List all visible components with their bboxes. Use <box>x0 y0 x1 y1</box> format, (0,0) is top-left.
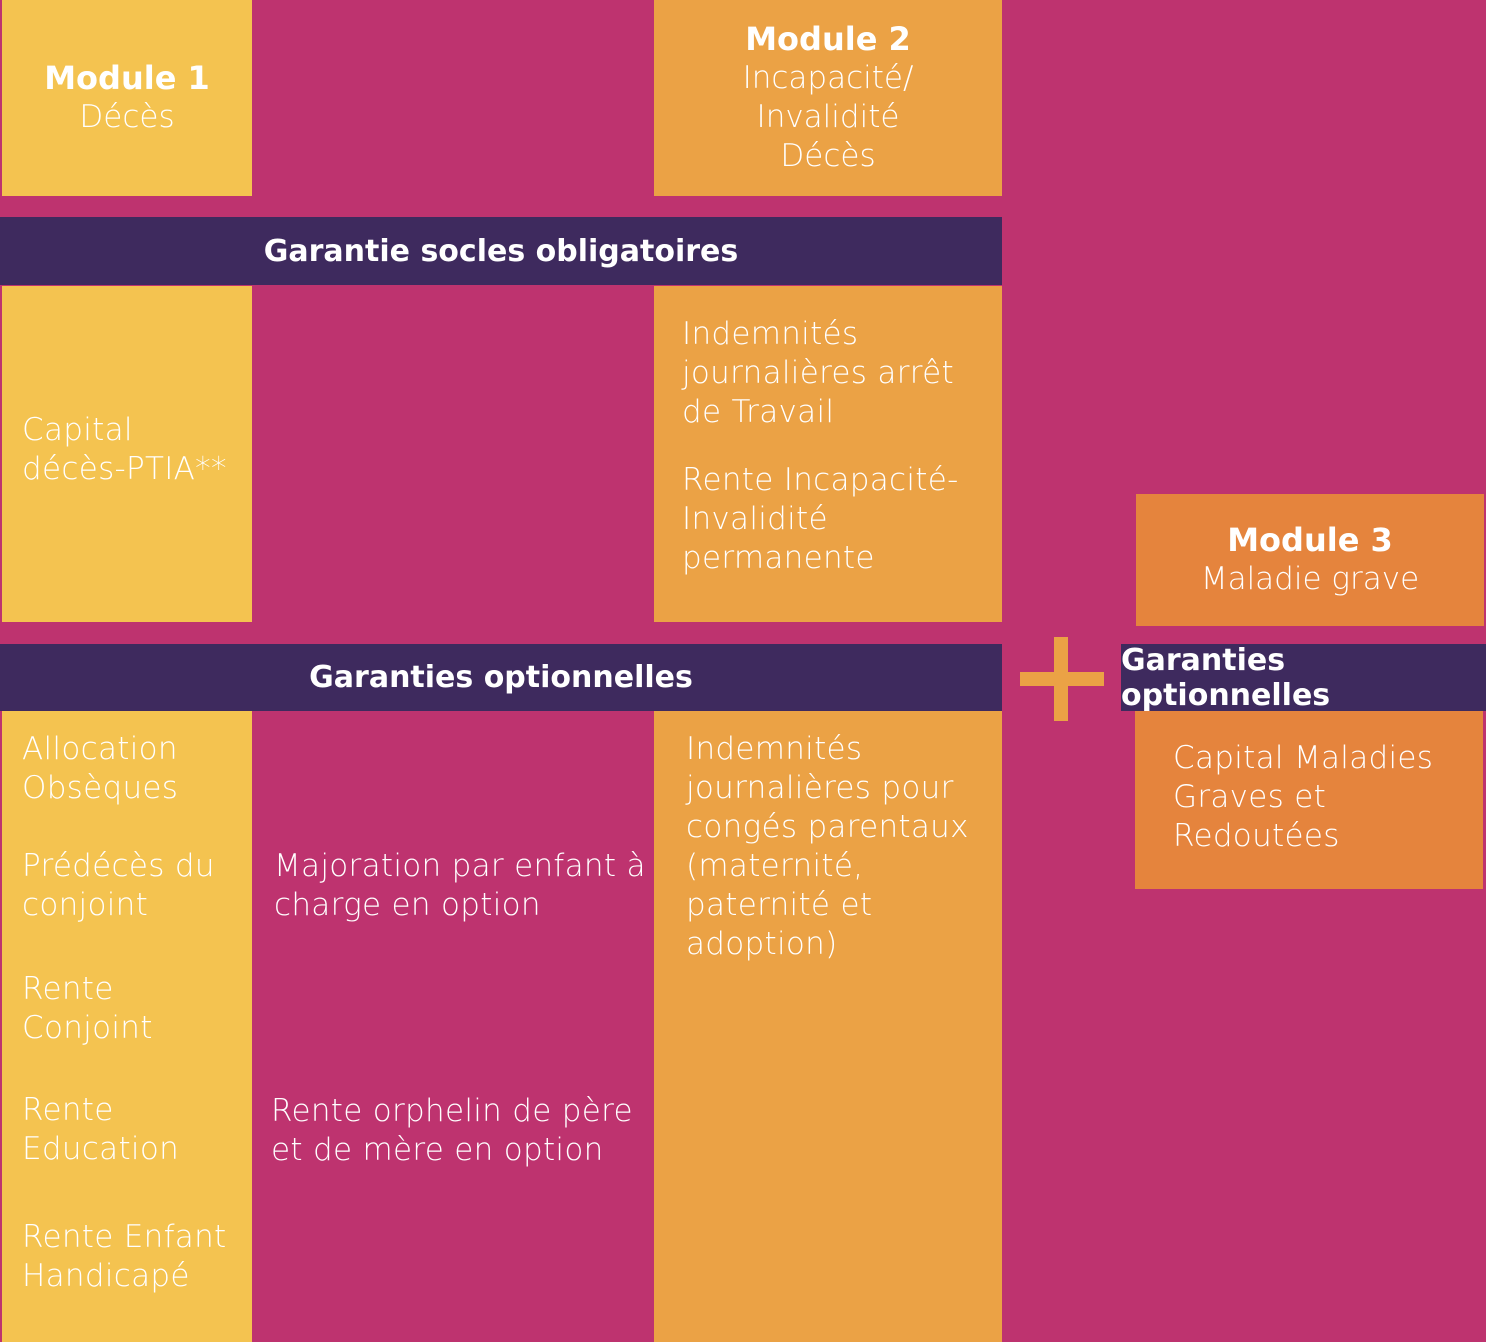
indemnites-conges-parentaux: Indemnités journalières pour congés pare… <box>686 731 969 962</box>
module2-subtitle: Incapacité/ Invalidité Décès <box>742 60 914 174</box>
module1-title: Module 1 <box>44 59 210 97</box>
module1-socle-box: Capital décès-PTIA** <box>2 286 252 622</box>
module2-socle-box: Indemnités journalières arrêt de Travail… <box>654 286 1002 622</box>
rente-conjoint: Rente Conjoint <box>22 971 153 1046</box>
indemnites-arret-travail: Indemnités journalières arrêt de Travail <box>682 316 954 430</box>
rente-education: Rente Education <box>22 1092 180 1167</box>
bar-garanties-optionnelles-module3: Garanties optionnelles <box>1121 643 1486 713</box>
bar-garanties-optionnelles: Garanties optionnelles <box>0 644 1002 711</box>
rente-orphelin: Rente orphelin de père et de mère en opt… <box>271 1093 633 1168</box>
predeces-conjoint: Prédécès du conjoint <box>22 848 215 923</box>
module1-optional-box: Allocation Obsèques Prédécès du conjoint… <box>2 711 252 1342</box>
module2-header: Module 2 Incapacité/ Invalidité Décès <box>654 0 1002 196</box>
module3-subtitle: Maladie grave <box>1200 561 1420 597</box>
allocation-obseques: Allocation Obsèques <box>22 731 179 806</box>
module3-header: Module 3 Maladie grave <box>1136 494 1484 626</box>
majoration-enfant: Majoration par enfant à charge en option <box>274 848 646 923</box>
rente-incapacite-invalidite: Rente Incapacité- Invalidité permanente <box>682 462 959 576</box>
capital-deces-ptia: Capital décès-PTIA** <box>22 412 227 487</box>
bar-garantie-socles: Garantie socles obligatoires <box>0 217 1002 285</box>
module2-title: Module 2 <box>745 20 911 58</box>
module2-optional-box: Indemnités journalières pour congés pare… <box>654 711 1002 1342</box>
module1-subtitle: Décès <box>79 99 175 135</box>
rente-enfant-handicape: Rente Enfant Handicapé <box>22 1219 227 1294</box>
capital-maladies-graves: Capital Maladies Graves et Redoutées <box>1173 740 1434 854</box>
module3-optional-box: Capital Maladies Graves et Redoutées <box>1135 711 1483 889</box>
module1-header: Module 1 Décès <box>2 0 252 196</box>
module3-title: Module 3 <box>1227 521 1393 559</box>
